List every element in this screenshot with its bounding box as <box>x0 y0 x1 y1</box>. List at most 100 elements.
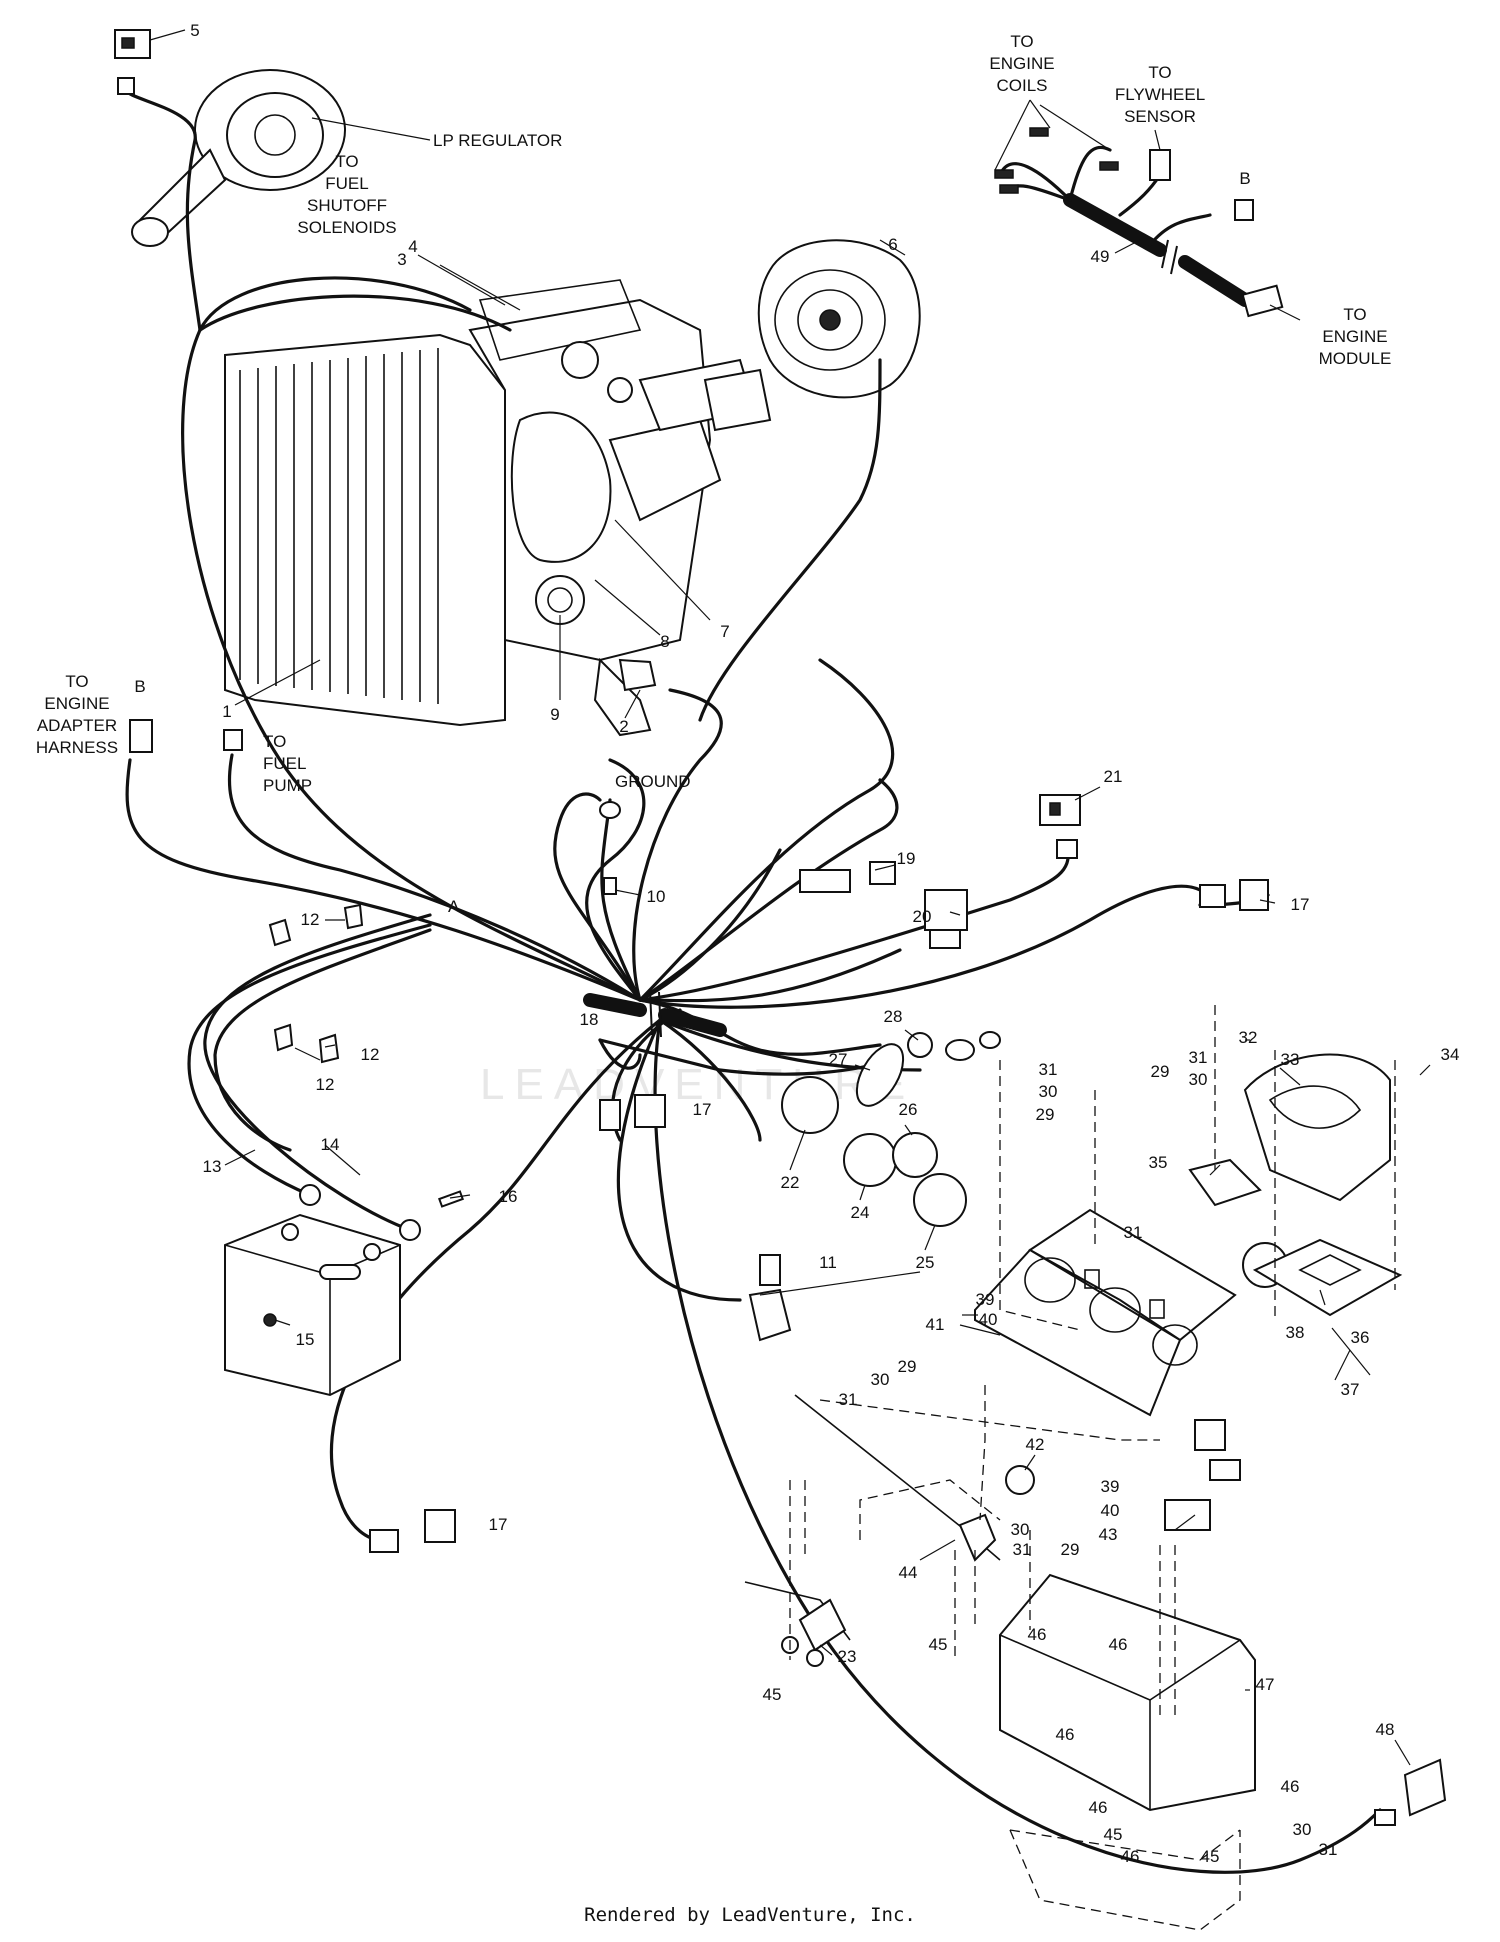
part-number: 20 <box>913 907 932 926</box>
part-number: 9 <box>550 705 559 724</box>
part-number: 17 <box>693 1100 712 1119</box>
part-number: 36 <box>1351 1328 1370 1347</box>
part-number: 45 <box>1201 1847 1220 1866</box>
part-number: 37 <box>1341 1380 1360 1399</box>
flywheel-sensor-label-3: SENSOR <box>1124 107 1196 126</box>
part-number: 12 <box>316 1075 335 1094</box>
part-number: 2 <box>619 717 628 736</box>
part-number: 29 <box>898 1357 917 1376</box>
part-number: 31 <box>1124 1223 1143 1242</box>
connectors <box>114 29 1447 1826</box>
part-number: 31 <box>1319 1840 1338 1859</box>
electric-clutch <box>757 239 921 399</box>
part-number: 4 <box>408 237 417 256</box>
part-number: 25 <box>916 1253 935 1272</box>
fuel-pump-label-3: PUMP <box>263 776 312 795</box>
part-number: 45 <box>763 1685 782 1704</box>
ground-label: GROUND <box>615 772 691 791</box>
part-number: 18 <box>580 1010 599 1029</box>
part-number: 38 <box>1286 1323 1305 1342</box>
part-number: 17 <box>489 1515 508 1534</box>
part-number: 27 <box>829 1050 848 1069</box>
engine-harness-49 <box>994 127 1284 318</box>
engine-assembly <box>224 279 772 737</box>
part-number: 30 <box>1039 1082 1058 1101</box>
engine-module-label-2: ENGINE <box>1322 327 1387 346</box>
part-number: 40 <box>979 1310 998 1329</box>
engine-adapter-label-1: TO <box>65 672 88 691</box>
part-number: 30 <box>1011 1520 1030 1539</box>
part-number: 7 <box>720 622 729 641</box>
engine-coils-label-3: COILS <box>996 76 1047 95</box>
part-number: 19 <box>897 849 916 868</box>
part-number: 45 <box>1104 1825 1123 1844</box>
part-number: 30 <box>1293 1820 1312 1839</box>
battery <box>224 1213 401 1397</box>
part-number: 46 <box>1089 1798 1108 1817</box>
part-number: 23 <box>838 1647 857 1666</box>
engine-coils-label-1: TO <box>1010 32 1033 51</box>
part-number: 32 <box>1239 1028 1258 1047</box>
part-number: 21 <box>1104 767 1123 786</box>
reference-a-label: A <box>448 897 460 916</box>
dash-panel <box>744 1053 1403 1812</box>
battery-cables <box>187 903 464 1241</box>
part-number: 31 <box>1039 1060 1058 1079</box>
part-number: 31 <box>1013 1540 1032 1559</box>
connector-b-right-label: B <box>1239 169 1250 188</box>
footer-credit: Rendered by LeadVenture, Inc. <box>584 1904 916 1926</box>
engine-module-label-1: TO <box>1343 305 1366 324</box>
part-number: 10 <box>647 887 666 906</box>
part-number: 34 <box>1441 1045 1460 1064</box>
part-number: 47 <box>1256 1675 1275 1694</box>
part-number: 40 <box>1101 1501 1120 1520</box>
part-number: 29 <box>1036 1105 1055 1124</box>
part-number: 49 <box>1091 247 1110 266</box>
fuel-shutoff-label-4: SOLENOIDS <box>297 218 396 237</box>
part-number: 12 <box>301 910 320 929</box>
part-number: 46 <box>1056 1725 1075 1744</box>
part-number: 30 <box>871 1370 890 1389</box>
part-number: 31 <box>839 1390 858 1409</box>
flywheel-sensor-label-1: TO <box>1148 63 1171 82</box>
fuel-pump-label-2: FUEL <box>263 754 306 773</box>
engine-adapter-label-3: ADAPTER <box>37 716 117 735</box>
flywheel-sensor-label-2: FLYWHEEL <box>1115 85 1205 104</box>
part-number: 24 <box>851 1203 870 1222</box>
part-number: 31 <box>1189 1048 1208 1067</box>
part-number: 42 <box>1026 1435 1045 1454</box>
engine-adapter-label-4: HARNESS <box>36 738 118 757</box>
lp-regulator-label: LP REGULATOR <box>433 131 562 150</box>
part-number: 46 <box>1121 1847 1140 1866</box>
fuel-shutoff-label-3: SHUTOFF <box>307 196 387 215</box>
connector-b-left-label: B <box>134 677 145 696</box>
part-number: 30 <box>1189 1070 1208 1089</box>
part-number: 1 <box>222 702 231 721</box>
lp-regulator <box>131 69 346 247</box>
part-number: 13 <box>203 1157 222 1176</box>
fuel-shutoff-label-1: TO <box>335 152 358 171</box>
part-number: 8 <box>660 632 669 651</box>
part-number: 11 <box>819 1253 837 1272</box>
leader-lines <box>149 29 1431 1766</box>
part-number: 48 <box>1376 1720 1395 1739</box>
part-number: 12 <box>361 1045 380 1064</box>
part-number: 6 <box>888 235 897 254</box>
part-number: 28 <box>884 1007 903 1026</box>
callout-labels: LP REGULATOR TO FUEL SHUTOFF SOLENOIDS T… <box>36 32 1391 916</box>
part-number: 43 <box>1099 1525 1118 1544</box>
part-number: 33 <box>1281 1050 1300 1069</box>
part-number: 14 <box>321 1135 340 1154</box>
harness-sleeve <box>583 989 727 1038</box>
part-number: 26 <box>899 1100 918 1119</box>
part-number: 3 <box>397 250 406 269</box>
part-number: 35 <box>1149 1153 1168 1172</box>
fuel-shutoff-label-2: FUEL <box>325 174 368 193</box>
wiring-harness <box>123 88 1382 1874</box>
engine-coils-label-2: ENGINE <box>989 54 1054 73</box>
engine-adapter-label-2: ENGINE <box>44 694 109 713</box>
part-number: 5 <box>190 21 199 40</box>
part-number: 45 <box>929 1635 948 1654</box>
part-number: 46 <box>1028 1625 1047 1644</box>
